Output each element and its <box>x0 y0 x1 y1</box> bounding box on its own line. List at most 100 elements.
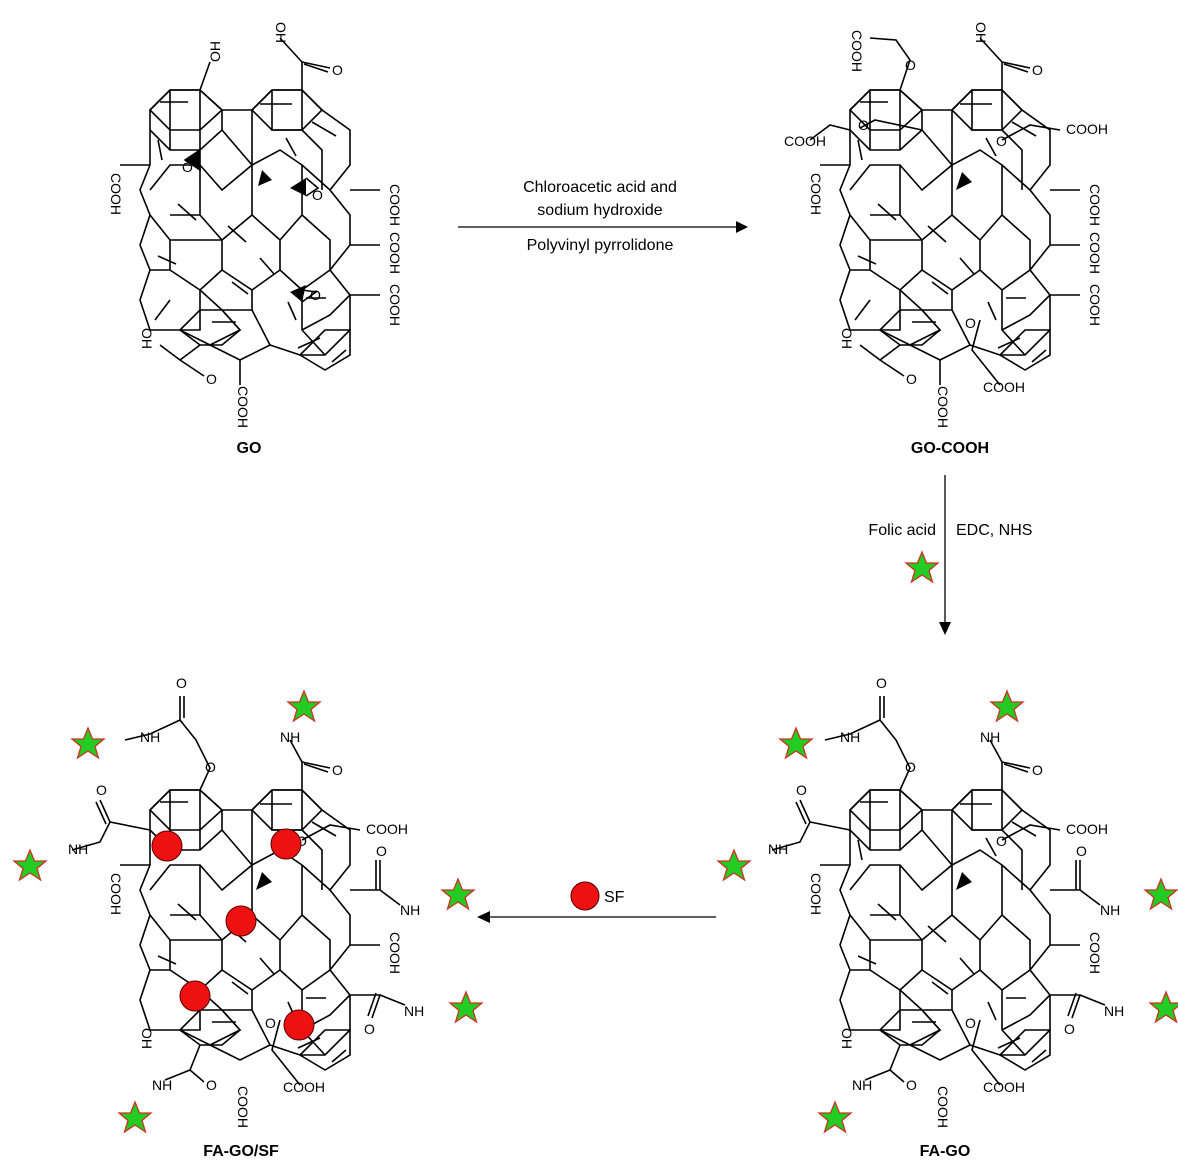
fago-cooh-left: COOH <box>808 873 824 915</box>
fagosf-o-r1: O <box>296 833 307 849</box>
fago-nh-r2: NH <box>1104 1003 1124 1019</box>
go-o-ketone: O <box>206 371 217 387</box>
step3-sf-label: SF <box>604 889 625 906</box>
gocooh-o-acid: O <box>1032 62 1043 78</box>
fago-oh-bottom: OH <box>839 1028 855 1049</box>
fagosf-star-2-icon <box>287 690 321 722</box>
fago-star-2-icon <box>990 690 1024 722</box>
step2-coupling: EDC, NHS <box>956 522 1032 539</box>
fagosf-nh-left: NH <box>68 841 88 857</box>
gocooh-oh-acid: OH <box>973 22 989 43</box>
fagosf-star-6-icon <box>118 1101 152 1133</box>
step1-arrow: Chloroacetic acid and sodium hydroxide P… <box>458 179 748 254</box>
fagosf-o-amide1: O <box>332 762 343 778</box>
fagosf-o-amide3: O <box>376 843 387 859</box>
sf-dot-icon <box>570 881 600 911</box>
fago-o-amide5: O <box>906 1077 917 1093</box>
go-o-acid: O <box>332 62 343 78</box>
go-oh-bottom: OH <box>139 328 155 349</box>
gocooh-cooh-r1: COOH <box>1087 184 1103 226</box>
go-cooh-r3: COOH <box>387 284 403 326</box>
go-o-epox3: O <box>310 287 321 303</box>
gocooh-cooh-r3: COOH <box>1087 284 1103 326</box>
fago-nh-bottom: NH <box>852 1077 872 1093</box>
fago-cooh-r0: COOH <box>1066 821 1108 837</box>
fagosf-star-1-icon <box>71 727 105 759</box>
step2-arrow: Folic acid EDC, NHS <box>868 475 1032 635</box>
gocooh-cooh-r2: COOH <box>1087 232 1103 274</box>
gocooh-cooh-left: COOH <box>808 173 824 215</box>
fagosf-cooh-r0: COOH <box>366 821 408 837</box>
fago-o-amide4: O <box>1064 1021 1075 1037</box>
folic-acid-star-icon <box>905 551 939 583</box>
fago-label: FA-GO <box>920 1143 971 1160</box>
gocooh-o-ketone: O <box>906 371 917 387</box>
fa-go-sf-structure: O NH O NH O O NH COOH O COOH O NH COOH O… <box>13 675 483 1133</box>
fago-star-5-icon <box>1149 991 1178 1023</box>
gocooh-label: GO-COOH <box>911 440 989 457</box>
fagosf-o-bottom: O <box>265 1015 276 1031</box>
fago-star-1-icon <box>779 727 813 759</box>
fago-star-4-icon <box>1144 878 1178 910</box>
fago-star-3-icon <box>717 849 751 881</box>
fagosf-nh-acid: NH <box>280 729 300 745</box>
fagosf-star-4-icon <box>441 878 475 910</box>
gocooh-cooh-l1: COOH <box>784 133 826 149</box>
fagosf-nh-r1: NH <box>400 902 420 918</box>
go-structure: OH OH O COOH O O O COOH COOH COOH OH O C… <box>108 22 403 428</box>
fago-o-r1: O <box>996 833 1007 849</box>
step1-reagent-line3: Polyvinyl pyrrolidone <box>527 237 674 254</box>
fagosf-nh-top: NH <box>140 729 160 745</box>
fago-o-amide1: O <box>1032 762 1043 778</box>
go-cooh-r2: COOH <box>387 232 403 274</box>
fagosf-o-ether: O <box>205 759 216 775</box>
gocooh-o-r1: O <box>996 133 1007 149</box>
fagosf-o-top: O <box>176 675 187 691</box>
sf-dot-3-icon <box>225 905 257 937</box>
fagosf-star-5-icon <box>449 991 483 1023</box>
go-cooh-r1: COOH <box>387 184 403 226</box>
fagosf-o-amide4: O <box>364 1021 375 1037</box>
gocooh-cooh-top: COOH <box>849 30 865 72</box>
fago-o-amide3: O <box>1076 843 1087 859</box>
go-oh-top: OH <box>207 41 223 62</box>
go-o-epox2: O <box>312 187 323 203</box>
step2-folic-acid: Folic acid <box>868 522 936 539</box>
fagosf-nh-bottom: NH <box>152 1077 172 1093</box>
fagosf-cooh-r2: COOH <box>387 932 403 974</box>
sf-dot-5-icon <box>283 1009 315 1041</box>
fago-nh-left: NH <box>768 841 788 857</box>
fagosf-oh-bottom: OH <box>139 1028 155 1049</box>
go-cooh-structure: COOH O OH O COOH O COOH O COOH COOH COOH… <box>784 22 1108 428</box>
gocooh-oh-bottom: OH <box>839 328 855 349</box>
fagosf-o-amide2: O <box>96 782 107 798</box>
gocooh-cooh-b2: COOH <box>983 379 1025 395</box>
fago-star-6-icon <box>818 1101 852 1133</box>
gocooh-o-top: O <box>905 57 916 73</box>
fago-o-top: O <box>876 675 887 691</box>
fagosf-star-3-icon <box>13 849 47 881</box>
fagosf-o-amide5: O <box>206 1077 217 1093</box>
fagosf-nh-r2: NH <box>404 1003 424 1019</box>
fagosf-cooh-b2: COOH <box>283 1079 325 1095</box>
step3-arrow: SF <box>477 881 716 923</box>
fago-nh-r1: NH <box>1100 902 1120 918</box>
fagosf-label: FA-GO/SF <box>203 1143 279 1160</box>
gocooh-o-l1: O <box>858 117 869 133</box>
step1-reagent-line2: sodium hydroxide <box>537 202 663 219</box>
fago-o-bottom: O <box>965 1015 976 1031</box>
gocooh-cooh-bottom: COOH <box>935 386 951 428</box>
fago-o-amide2: O <box>796 782 807 798</box>
fago-cooh-bottom: COOH <box>935 1086 951 1128</box>
fago-cooh-b2: COOH <box>983 1079 1025 1095</box>
sf-dot-2-icon <box>270 828 302 860</box>
go-o-epox1: O <box>182 159 193 175</box>
sf-dot-4-icon <box>179 980 211 1012</box>
fagosf-cooh-left: COOH <box>108 873 124 915</box>
fagosf-cooh-bottom: COOH <box>235 1086 251 1128</box>
fago-nh-acid: NH <box>980 729 1000 745</box>
go-label: GO <box>237 440 262 457</box>
gocooh-o-bottom: O <box>965 315 976 331</box>
go-cooh-left: COOH <box>108 173 124 215</box>
